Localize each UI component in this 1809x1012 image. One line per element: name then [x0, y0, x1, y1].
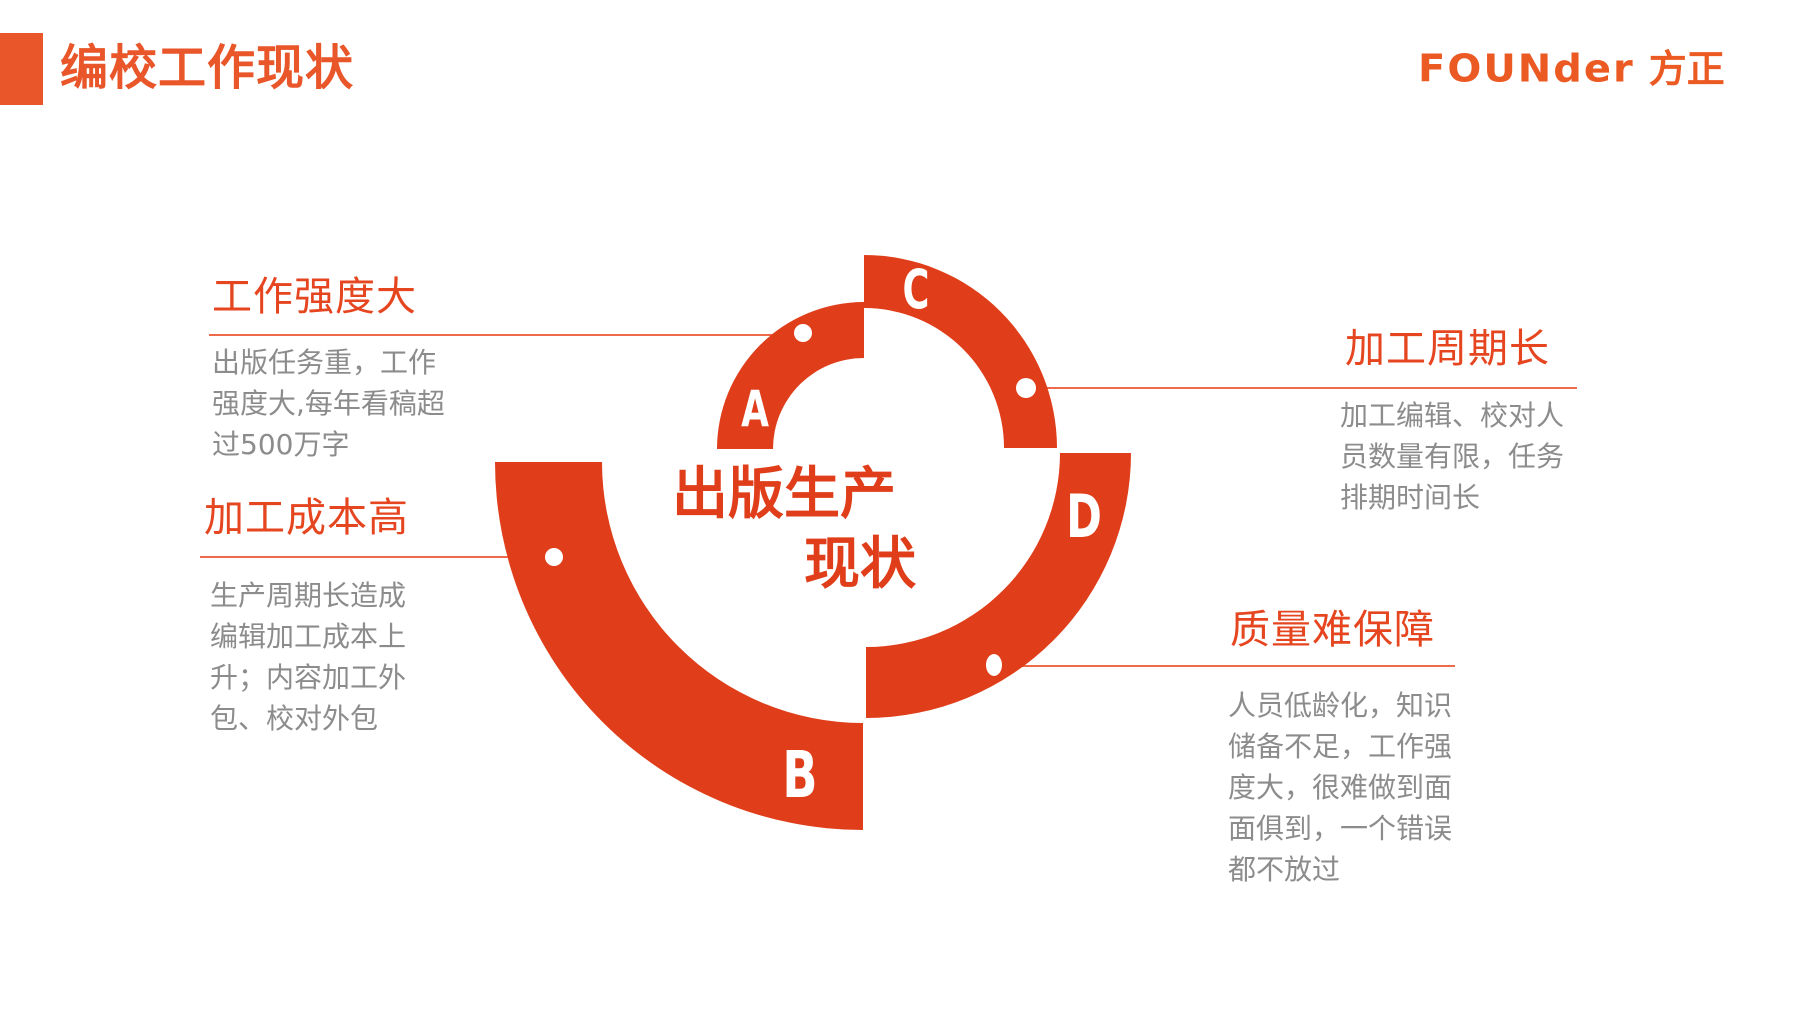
item-a-title: 工作强度大	[212, 274, 417, 320]
arc-segment-a	[717, 302, 864, 449]
segment-letter-a: A	[741, 381, 769, 438]
dot-icon-a	[794, 324, 812, 342]
dot-icon-b	[545, 548, 563, 566]
item-d-body: 人员低龄化，知识 储备不足，工作强 度大，很难做到面 面俱到，一个错误 都不放过	[1228, 689, 1453, 886]
arc-segment-b	[495, 462, 863, 830]
segment-letter-b: B	[782, 738, 817, 813]
logo-wordmark: FOUNder	[1418, 47, 1635, 91]
item-d-title: 质量难保障	[1230, 607, 1435, 653]
item-b-title: 加工成本高	[204, 495, 409, 541]
arc-segment-c	[864, 255, 1057, 448]
center-title-line1: 出版生产	[672, 461, 896, 527]
center-title-line2: 现状	[804, 531, 916, 597]
dot-icon-c	[1016, 378, 1036, 398]
header-accent-bar	[0, 33, 43, 105]
arc-segment-d	[866, 453, 1131, 718]
page-title: 编校工作现状	[60, 40, 355, 96]
item-b-body: 生产周期长造成 编辑加工成本上 升；内容加工外 包、校对外包	[210, 579, 407, 735]
logo-chinese: 方正	[1648, 47, 1725, 91]
segment-letter-c: C	[903, 258, 930, 321]
item-c-body: 加工编辑、校对人 员数量有限，任务 排期时间长	[1340, 399, 1565, 514]
segment-letter-d: D	[1066, 482, 1102, 552]
dot-icon-d	[986, 654, 1002, 676]
item-a-body: 出版任务重，工作 强度大,每年看稿超 过500万字	[212, 346, 445, 461]
founder-logo: FOUNder 方正	[1418, 44, 1725, 94]
item-c-title: 加工周期长	[1345, 326, 1550, 372]
